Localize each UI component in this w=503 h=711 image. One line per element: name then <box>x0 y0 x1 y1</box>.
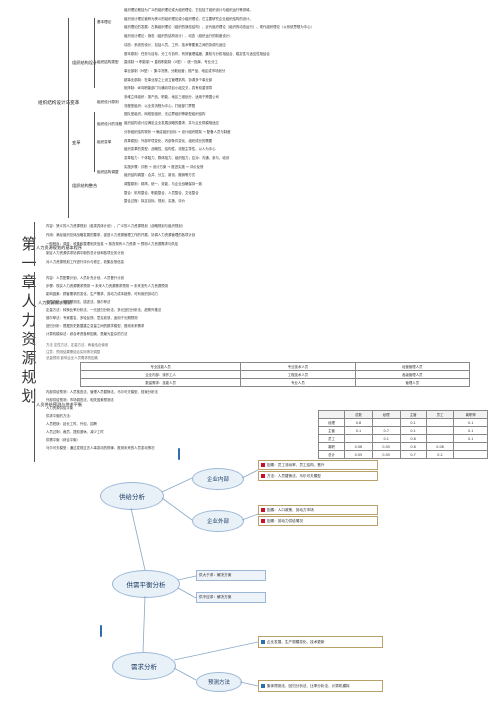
text-line: 多维立体组织：按产品、职能、地区三维划分，适用于跨国公司 <box>124 95 219 99</box>
text-line: 人员过剩：裁员、提前退休、减少工时 <box>46 430 104 434</box>
callout-demand-factors: 企业发展、生产规模变化、技术更新 <box>258 636 383 648</box>
supply-analysis-node: 供给分析 <box>100 482 164 510</box>
callout-internal-methods: 方法：人员替换法、马尔可夫模型 <box>258 471 378 481</box>
text-line: 组织理论的发展：古典组织理论（组织的静态结构）、近代组织理论（组织的动态运行）、… <box>124 25 314 30</box>
accent-bar <box>100 625 102 637</box>
text-line: 一般程序：调查、收集和整理相关信息 → 核查现有人力资源 → 预测人力资源需求与… <box>46 242 179 246</box>
matrix-cell: 0.7 <box>399 450 427 459</box>
callout-oversupply: 供大于求：解决方案 <box>196 570 266 581</box>
text-line: 步骤：现实人力资源需求预测 → 未来人力资源需求预测 → 未来流失人力资源预测 <box>46 284 168 288</box>
text-line: 影响因素：顾客需求的变化、生产需求、劳动力成本趋势、可利用的劳动力 <box>46 292 158 296</box>
section-demand-forecast: 人力资源需求预测 <box>38 300 72 305</box>
callout-text: 集体预测法、回归分析法、比率分析法、计算机模拟 <box>267 683 350 688</box>
bullet-icon <box>261 640 265 644</box>
callout-text: 因素：员工流动率、员工结构、晋升 <box>267 462 325 467</box>
matrix-cell: 0.05 <box>344 450 373 459</box>
text-line: 事业部制（M型）：集中决策、分散经营；按产品、地区或市场划分 <box>124 68 226 73</box>
text-line: 内部供给预测：人员核查法、管理人员替换法、马尔可夫模型、档案分析法 <box>46 390 158 394</box>
text-line: 供求平衡的方法： <box>46 414 74 418</box>
callout-internal-factors: 因素：员工流动率、员工结构、晋升 <box>258 460 378 470</box>
branch-label: 组织设计原则 <box>97 100 119 104</box>
text-line: 组织结构调整：合并、分立、新设、撤销等方式 <box>124 173 196 178</box>
text-line: 计算机模拟法：综合考虑各种因素，是最为复杂的方法 <box>46 332 128 336</box>
text-line: 组织理论概括为广义的组织理论或大组织理论，它包括了组织设计与组织运行等领域。 <box>124 8 253 12</box>
text-line: 方法 定性方法、定量方法，两者结合使用 <box>46 343 109 347</box>
branch-label: 组织结构类型 <box>97 60 119 64</box>
red-square-icon <box>261 463 265 467</box>
internal-node: 企业内部 <box>192 468 244 490</box>
callout-undersupply: 供不应求：解决方案 <box>196 592 266 603</box>
text-line: 注意：预测结果需结合实际情况调整 <box>46 349 101 354</box>
text-line: 供需平衡（综合平衡） <box>46 438 80 442</box>
chapter-title: 第一章 人力资源规划 <box>21 235 37 405</box>
text-line: 直线制 → 职能制 → 直线职能制（U型）：统一指挥、专业分工 <box>124 60 218 65</box>
text-line: 人力资源供给平衡 <box>46 406 74 410</box>
personnel-demand-table: 专业技能人员 专业技术人员 经营管理人员 企业内部：操作工人 工程技术人员 各级… <box>79 362 471 387</box>
callout-external-factors: 因素：人口政策、劳动力市场 <box>258 505 378 515</box>
branch-label: 组织结构调整 <box>97 170 119 174</box>
red-square-icon <box>261 474 265 478</box>
text-line: 制定人力资源供求协调平衡的总计划和各项业务计划 <box>46 251 124 255</box>
branch-label: 组织设计的流程 <box>97 122 123 126</box>
callout-external-supply: 因素：劳动力供给情况 <box>258 516 378 526</box>
text-line: 矩阵制：纵向职能部门与横向项目小组交叉，具有双重领导 <box>124 86 213 91</box>
text-line: 外部供给预测：市场调查法、相关因素预测法 <box>46 398 114 402</box>
text-line: 回归分析：根据历史数据建立变量之间的数学模型，推测未来需求 <box>46 324 145 328</box>
callout-forecast-methods: 集体预测法、回归分析法、比率分析法、计算机模拟 <box>258 680 383 692</box>
text-line: 德尔菲法：专家匿名、多轮反馈、意见收敛，适用于长期预测 <box>46 316 138 320</box>
callout-text: 供大于求：解决方案 <box>199 573 232 577</box>
callout-text: 供不应求：解决方案 <box>199 595 232 599</box>
text-line: 组织设计理论被称为狭义的组织理论或小组织理论，它主要研究企业组织结构的设计。 <box>124 16 253 21</box>
section-supply-balance: 人员供给预测与供求平衡 <box>36 402 83 407</box>
text-line: 马尔可夫模型：通过发现过去人事变动的规律，推测未来的人员变动情况 <box>46 446 155 450</box>
text-line: 组织变革的类型：战略性、结构性、流程主导性、以人为中心 <box>124 147 216 152</box>
section-org-change: 变革 <box>72 140 81 145</box>
callout-text: 方法：人员替换法、马尔可夫模型 <box>267 473 321 478</box>
text-line: 动态：系统的设计，包括人员、工作、技术等要素之间的协调与适应 <box>124 42 226 47</box>
balance-analysis-node: 供需平衡分析 <box>112 570 180 598</box>
text-line: 流程型组织：以业务流程为中心，打破部门界限 <box>124 103 196 108</box>
text-line: 定性方法：经验预测法、描述法、德尔菲法 <box>46 300 111 304</box>
table1-cell: 管理人员 <box>354 378 471 387</box>
section-planning-procedure: 人力资源规划的基本程序 <box>36 245 83 250</box>
callout-text: 因素：劳动力供给情况 <box>267 518 303 523</box>
text-line: 对人力资源规划工作进行评价与修正，收集反馈信息 <box>46 260 124 264</box>
accent-bar <box>178 448 180 460</box>
red-square-icon <box>261 519 265 523</box>
text-line: 调整原则：精简、统一、效能，与企业战略保持一致 <box>124 182 202 186</box>
text-line: 改革原因：外部环境变化、内部条件变化、组织成长的需要 <box>124 138 213 143</box>
matrix-cell: 0.2 <box>425 450 455 459</box>
text-line: 基本原则：任务与目标、分工与协作、有效管理幅度、集权与分权相结合、稳定性与适应性… <box>124 51 270 56</box>
callout-text: 企业发展、生产规模变化、技术更新 <box>267 639 325 644</box>
bullet-icon <box>261 684 265 688</box>
matrix-cell: 总计 <box>317 450 346 459</box>
text-line: 实施步骤：诊断 → 设计方案 → 推进实施 → 评价反馈 <box>124 164 204 169</box>
section-org-design: 组织结构设计与变革 <box>38 101 80 106</box>
text-line: 内容：狭义的人力资源规划（各类具体计划），广义的人力资源规划（战略规划与组织规划… <box>46 224 186 228</box>
text-line: 超事业部制：在事业部之上设立管理机构，协调多个事业部 <box>124 77 213 82</box>
text-line: 定量方法：转换比率分析法、一元回归分析法、多元回归分析法、趋势外推法 <box>46 308 162 312</box>
matrix-cell <box>453 450 488 459</box>
text-line: 整合过程：拟定目标、规划、实施、评价 <box>124 199 186 204</box>
text-line: 变革阻力：个体阻力、群体阻力、组织阻力；应对：沟通、参与、培训 <box>124 155 230 160</box>
text-line: 内容：人员配置计划、人员补充计划、人员晋升计划 <box>46 276 124 280</box>
section-org-structure: 组织结构设计 <box>72 60 98 65</box>
demand-analysis-node: 需求分析 <box>112 652 176 680</box>
text-line: 总量预测 影响企业人员需求的因素 <box>46 356 98 360</box>
text-line: 分析组织结构现状 → 确定组织目标 → 设计组织框架 → 配备人员与制度 <box>124 129 231 134</box>
section-org-integration: 组织结构整合 <box>72 183 98 188</box>
branch-label: 组织变革 <box>97 140 112 144</box>
text-line: 团队型组织、网络型组织、无边界组织等新型组织结构 <box>124 112 206 117</box>
text-line: 人员短缺：延长工时、外包、招聘 <box>46 422 97 426</box>
external-node: 企业外部 <box>192 510 244 532</box>
text-line: 组织结构设计应满足企业发展战略的要求，并与企业规模相适应 <box>124 121 219 126</box>
text-line: 组织设计理论：静态（组织的结构设计）、动态（组织运行的制度设计） <box>124 34 233 39</box>
branch-label: 基本理论 <box>97 20 112 24</box>
callout-text: 因素：人口政策、劳动力市场 <box>267 507 314 512</box>
text-line: 整合：机构整合、职能整合、人员整合、文化整合 <box>124 190 199 195</box>
text-line: 作用：满足组织总体战略发展的要求，促进人力资源管理工作的开展，协调人力资源管理的… <box>46 233 196 237</box>
red-square-icon <box>261 508 265 512</box>
